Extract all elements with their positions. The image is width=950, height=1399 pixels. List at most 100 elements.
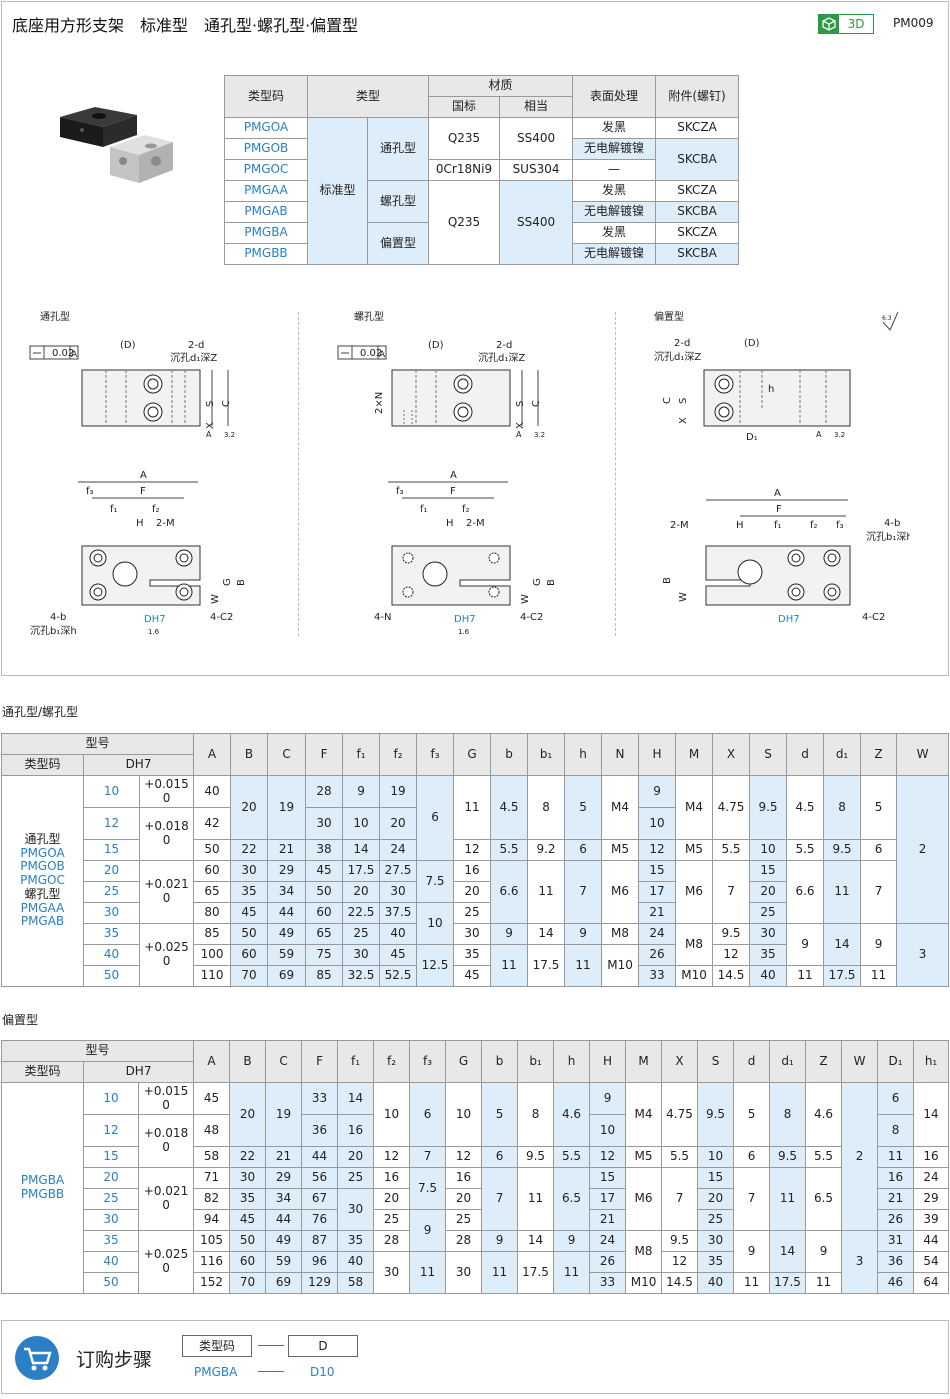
dim-f2: f₂ [810, 520, 818, 531]
dim-D: (D) [744, 338, 760, 349]
dim-M: 2-M [670, 520, 689, 531]
cell-S: 40 [697, 1272, 735, 1294]
cell-h1: 39 [913, 1209, 950, 1231]
cell-D1: 26 [877, 1209, 915, 1231]
header-col: b [490, 733, 529, 776]
typecode-line: PMGAA [20, 900, 65, 915]
3d-label: 3D [847, 17, 865, 31]
cell-W: 3 [896, 923, 949, 987]
cell-A: 105 [193, 1230, 231, 1252]
accessory-cell: SKCBA [655, 201, 740, 223]
cell-S: 20 [697, 1188, 735, 1210]
cell-M: M10 [675, 965, 714, 987]
cell-F: 50 [305, 881, 344, 903]
cell-H: 12 [589, 1146, 627, 1168]
cart-icon [15, 1336, 59, 1380]
cell-b: 11 [490, 944, 529, 987]
accessory-cell: SKCBA [655, 243, 740, 265]
cell-h1: 24 [913, 1167, 950, 1189]
cell-H: 9 [638, 775, 677, 808]
cell-Z: 5 [860, 775, 898, 840]
product-photo [60, 107, 173, 183]
cell-N: M4 [601, 775, 640, 840]
accessory-cell: SKCZA [655, 222, 740, 244]
cell-B: 20 [230, 775, 269, 840]
header-typecode: 类型码 [224, 75, 308, 118]
roughness-32: 3.2 [534, 431, 545, 439]
cell-f2: 20 [373, 1188, 411, 1210]
dim-B: B [662, 577, 673, 584]
cell-d1: 8 [823, 775, 862, 840]
cell-F: 45 [305, 860, 344, 882]
cell-d1: 14 [769, 1230, 807, 1273]
dim-DH7: DH7 [778, 614, 800, 625]
dim-W: W [210, 594, 221, 604]
roughness-32: 3.2 [834, 431, 845, 439]
cell-F: 30 [305, 807, 344, 840]
tapped-label: 螺孔型 [354, 310, 384, 323]
header-col: F [305, 733, 344, 776]
diagram-divider [615, 312, 616, 636]
cell-F: 129 [301, 1272, 339, 1294]
cell-d: 4.5 [786, 775, 825, 840]
3d-model-button[interactable]: 3D [818, 14, 874, 34]
dim-C: C [531, 400, 542, 407]
through-type-drawing: 通孔型 0.02 A (D) 2-d 沉孔d₁深Z S C X A 3.2 A … [29, 310, 247, 637]
cell-f1: 40 [337, 1251, 375, 1273]
cell-Z: 4.6 [805, 1082, 843, 1147]
cell-C: 69 [265, 1272, 303, 1294]
dim-d: 2-d [674, 338, 690, 349]
header-col: B [229, 1040, 267, 1083]
cell-f1: 58 [337, 1272, 375, 1294]
cell-d: 5 [733, 1082, 771, 1147]
header-col: M [675, 733, 714, 776]
flatness-value: 0.02 [360, 348, 382, 359]
cell-f3: 7 [409, 1146, 447, 1168]
dim-C: C [662, 397, 673, 404]
code-cell: PMGOA [224, 117, 308, 139]
cell-M: M6 [675, 860, 714, 924]
order-typecode-value: PMGBA [194, 1365, 238, 1379]
cell-f2: 40 [379, 923, 418, 945]
header-typecode: 类型码 [1, 754, 84, 776]
flatness-value: 0.02 [52, 348, 74, 359]
dh7-diameter: 35 [83, 1230, 139, 1252]
order-separator-value [258, 1371, 284, 1372]
cell-f3: 11 [409, 1251, 447, 1294]
type-cell: 标准型 [307, 117, 368, 265]
cell-h1: 14 [913, 1082, 950, 1147]
surface-cell: 无电解镀镍 [572, 243, 657, 265]
dim-DH7: DH7 [144, 614, 166, 625]
dim-f2: f₂ [152, 504, 160, 515]
product-info-panel [1, 1, 949, 676]
dim-A: A [450, 470, 457, 481]
cell-f1: 14 [342, 839, 381, 861]
header-col: W [896, 733, 949, 776]
dh7-diameter: 30 [83, 902, 140, 924]
cell-hh: 7 [564, 860, 603, 924]
header-col: f₂ [373, 1040, 411, 1083]
cell-H: 15 [638, 860, 677, 882]
product-code: PM009 [893, 16, 934, 30]
cell-f2: 52.5 [379, 965, 418, 987]
tapped-type-drawing: 螺孔型 0.02 A (D) 2-d 沉孔d₁深Z 2×N S C X A 3.… [337, 310, 557, 636]
dh7-diameter: 20 [83, 860, 140, 882]
header-col: S [697, 1040, 735, 1083]
cell-C: 34 [267, 881, 307, 903]
accessory-cell: SKCBA [655, 138, 740, 181]
cell-f2: 45 [379, 944, 418, 966]
cell-d1: 9.5 [823, 839, 862, 861]
cell-S: 20 [749, 881, 788, 903]
typecode-line: PMGAB [20, 914, 65, 929]
cell-d: 7 [733, 1167, 771, 1231]
cell-A: 65 [193, 881, 232, 903]
cell-d1: 17.5 [769, 1272, 807, 1294]
cell-C: 69 [267, 965, 307, 987]
typecode-line: PMGOC [20, 873, 65, 888]
cell-A: 116 [193, 1251, 231, 1273]
cell-B: 45 [229, 1209, 267, 1231]
cell-X: 14.5 [661, 1272, 699, 1294]
